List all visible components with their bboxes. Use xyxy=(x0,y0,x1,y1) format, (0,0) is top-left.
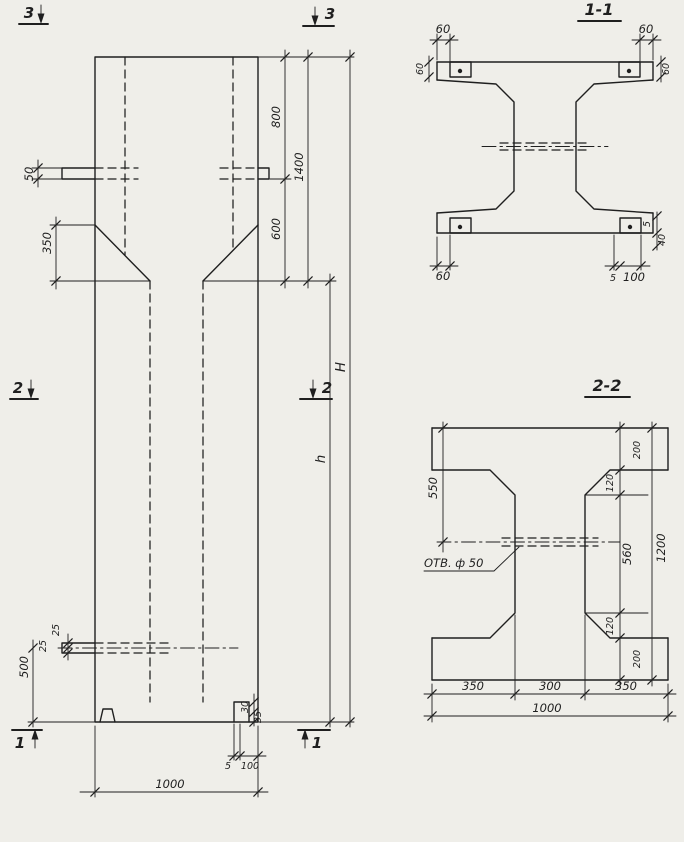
dim-120-bottom-label: 120 xyxy=(605,617,616,635)
dim-500-label: 500 xyxy=(17,656,31,678)
dim-550-label: 550 xyxy=(426,477,440,499)
section-1-1-outline xyxy=(436,61,654,234)
dim-5-bottom: 5 xyxy=(610,273,616,284)
marker-2-left: 2 xyxy=(13,379,23,397)
section-2-2-title: 2-2 xyxy=(593,376,622,395)
dim-600-label: 600 xyxy=(269,218,283,240)
section-1-1-dimension-labels: 60 60 60 60 60 5 100 5 40 xyxy=(415,22,672,284)
dim-300-label: 300 xyxy=(539,679,561,693)
anchor-stud-dots xyxy=(457,68,633,230)
section-1-1-dimension-lines xyxy=(424,33,666,271)
marker-1-left: 1 xyxy=(15,734,25,752)
section-1-1-view: 1-1 xyxy=(415,0,672,284)
section-2-2-view: 2-2 xyxy=(423,376,677,723)
dim-100-bottom: 100 xyxy=(623,270,645,284)
dim-200-bottom-label: 200 xyxy=(632,650,643,668)
dim-5-right: 5 xyxy=(642,221,653,227)
dim-25-lower-label: 25 xyxy=(38,640,49,652)
marker-1-right: 1 xyxy=(312,734,322,752)
dim-1000-s2-label: 1000 xyxy=(532,701,561,715)
elevation-dimension-labels: 50 350 25 25 500 800 600 1400 h H 1000 5… xyxy=(17,106,349,791)
column-elevation-outline xyxy=(61,56,270,723)
dim-120-top-label: 120 xyxy=(605,474,616,492)
hole-diameter-label: ОТВ. ф 50 xyxy=(424,556,483,570)
section-1-1-title: 1-1 xyxy=(585,0,614,19)
dim-h-label: h xyxy=(313,455,329,464)
dim-foot-35-label: 35 xyxy=(253,711,264,723)
dim-foot-30-label: 30 xyxy=(240,701,251,713)
dim-1000-label: 1000 xyxy=(155,777,184,791)
dim-1400-label: 1400 xyxy=(292,152,306,181)
dim-350-left-label: 350 xyxy=(462,679,484,693)
dim-60-top-left: 60 xyxy=(436,22,451,36)
section-2-2-hole-hidden xyxy=(501,537,599,547)
section-2-2-dimension-lines xyxy=(423,421,677,723)
dim-350-label: 350 xyxy=(40,232,54,254)
dim-25-upper-label: 25 xyxy=(51,624,62,636)
section-cut-markers: 3 3 2 2 1 1 xyxy=(9,4,335,752)
dim-60-bottom-left: 60 xyxy=(436,269,451,283)
dim-foot-100-label: 100 xyxy=(241,761,259,772)
marker-3-right: 3 xyxy=(325,5,335,23)
elevation-dimension-lines xyxy=(27,49,355,798)
marker-2-right: 2 xyxy=(322,379,332,397)
dim-1200-label: 1200 xyxy=(654,533,668,562)
dim-60-side-right: 60 xyxy=(661,63,672,75)
dim-H-label: H xyxy=(333,362,349,372)
dim-40-right: 40 xyxy=(657,234,668,246)
dim-50-label: 50 xyxy=(22,167,36,182)
dim-350-right-label: 350 xyxy=(615,679,637,693)
dim-800-label: 800 xyxy=(269,106,283,128)
section-1-1-hole-hidden xyxy=(499,142,591,151)
dim-60-side-left: 60 xyxy=(415,63,426,75)
dim-200-top-label: 200 xyxy=(632,441,643,459)
section-2-2-dimension-labels: 550 ОТВ. ф 50 200 120 560 120 200 1200 3… xyxy=(424,441,668,715)
marker-3-left: 3 xyxy=(24,4,34,22)
dim-foot-5-label: 5 xyxy=(225,761,231,772)
section-marker-arrows xyxy=(27,13,319,740)
dim-60-top-right: 60 xyxy=(639,22,654,36)
dim-560-label: 560 xyxy=(620,543,634,565)
column-elevation-hidden-lines xyxy=(94,56,259,703)
